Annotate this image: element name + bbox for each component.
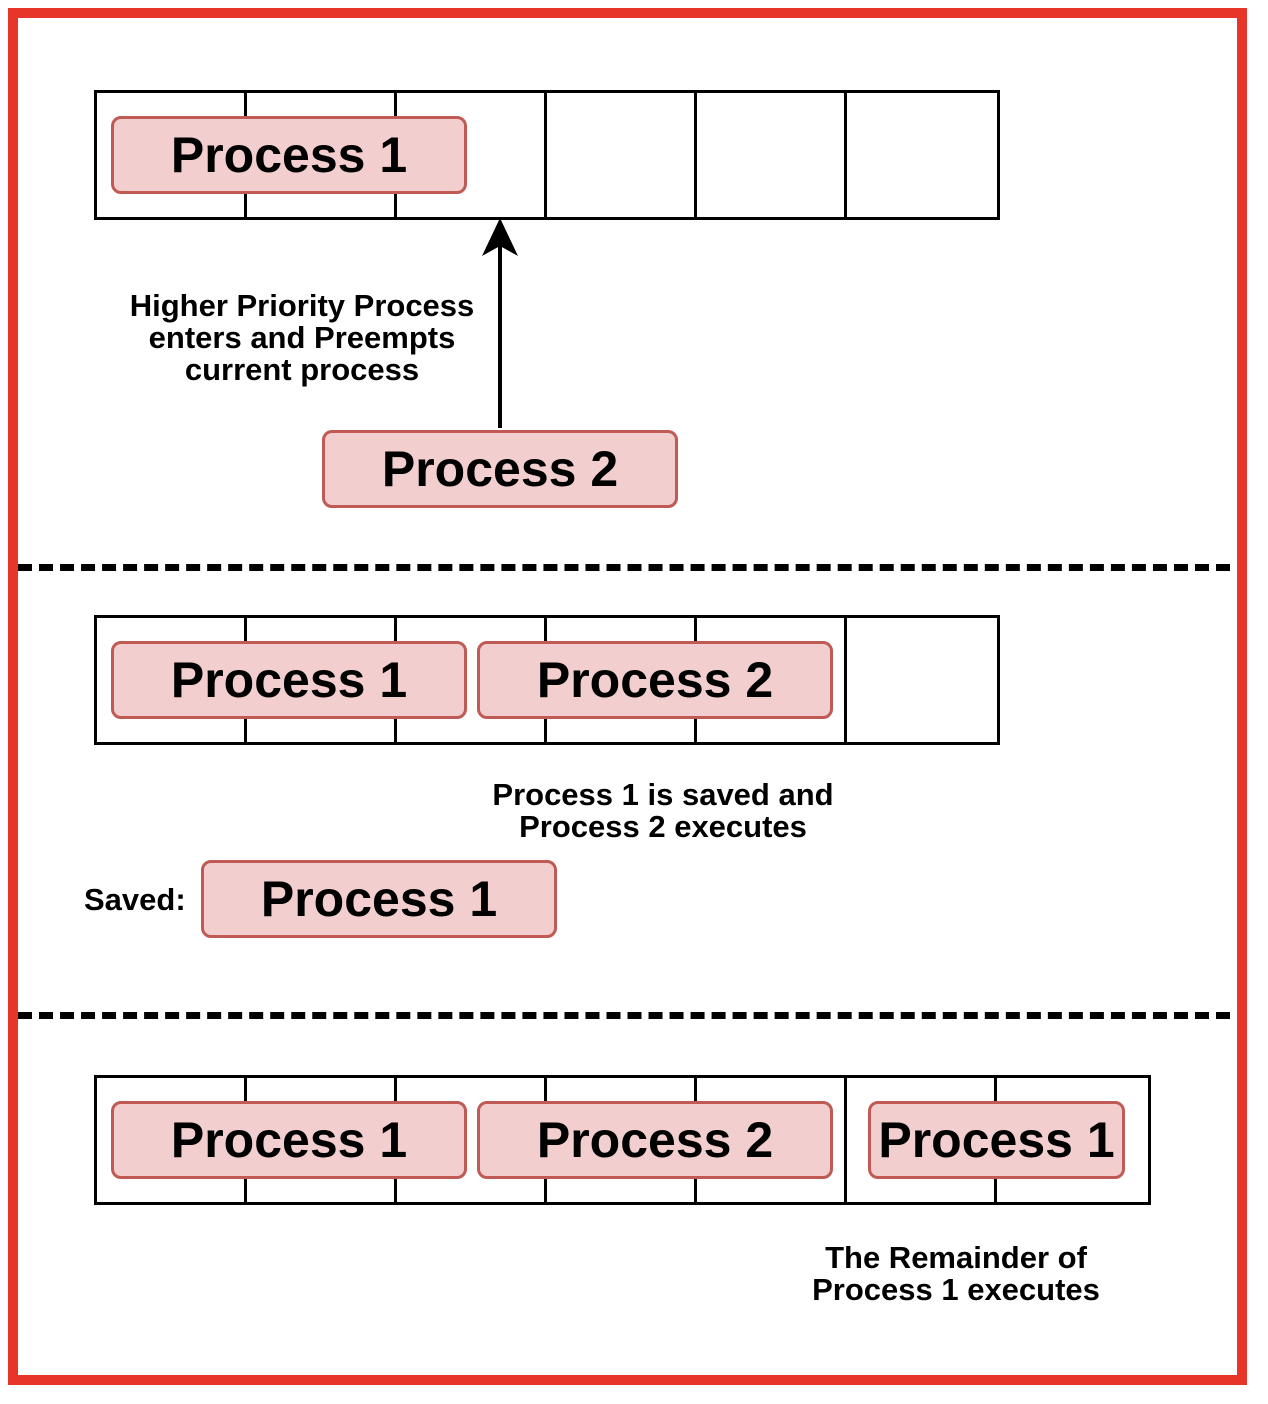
diagram-frame (8, 8, 1247, 1385)
preempt-arrow (482, 218, 518, 428)
panel-divider (18, 1012, 1230, 1019)
saved-caption: Process 1 is saved and Process 2 execute… (463, 779, 863, 843)
caption-line: Process 1 is saved and (492, 777, 834, 812)
time-slot (847, 618, 997, 742)
process-1-block: Process 1 (111, 116, 467, 194)
process-2-block: Process 2 (477, 1101, 833, 1179)
process-1-block: Process 1 (111, 1101, 467, 1179)
process-2-block: Process 2 (322, 430, 678, 508)
time-slot (547, 93, 697, 217)
time-slot (697, 618, 847, 742)
caption-line: Process 2 executes (519, 809, 807, 844)
caption-line: The Remainder of (825, 1240, 1087, 1275)
preempt-caption: Higher Priority Process enters and Preem… (102, 290, 502, 386)
caption-line: Higher Priority Process (129, 288, 475, 323)
time-slot (697, 93, 847, 217)
time-slot (697, 1078, 847, 1202)
saved-label: Saved: (84, 882, 186, 917)
panel-divider (18, 564, 1230, 571)
saved-process-block: Process 1 (201, 860, 557, 938)
time-slot (847, 93, 997, 217)
process-2-block: Process 2 (477, 641, 833, 719)
process-1-remainder-block: Process 1 (868, 1101, 1125, 1179)
caption-line: enters and Preempts (148, 320, 456, 355)
caption-line: current process (184, 352, 420, 387)
time-slot (397, 93, 547, 217)
remainder-caption: The Remainder of Process 1 executes (756, 1242, 1156, 1306)
caption-line: Process 1 executes (812, 1272, 1100, 1307)
process-1-block: Process 1 (111, 641, 467, 719)
